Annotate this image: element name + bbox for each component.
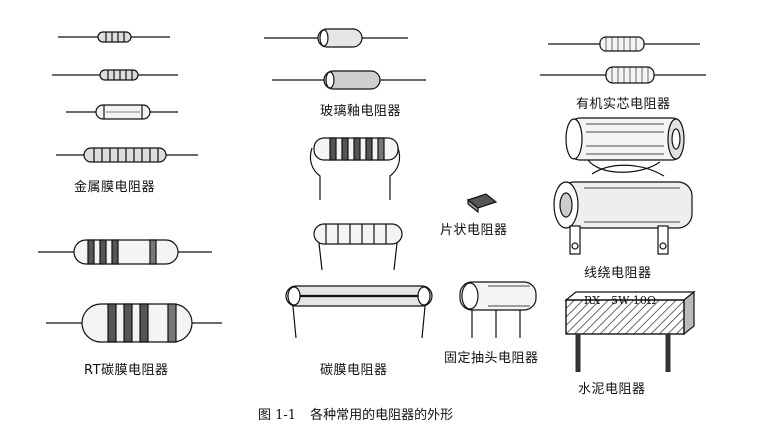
- carbon-film-label: 碳膜电阻器: [320, 363, 388, 378]
- organic-solid-resistor-2: [540, 66, 706, 84]
- cement-resistor-marking: RX－5W 10Ω: [584, 294, 656, 307]
- chip-resistor: [466, 193, 498, 214]
- metal-film-resistor-2: [52, 69, 178, 81]
- fixed-tap-resistor: [459, 281, 537, 338]
- metal-film-resistor-1: [58, 31, 170, 43]
- carbon-film-resistor-3: [285, 285, 433, 339]
- metal-film-label: 金属膜电阻器: [74, 180, 156, 195]
- carbon-film-resistor-1: [309, 137, 401, 200]
- glass-glaze-label: 玻璃釉电阻器: [320, 104, 402, 119]
- rt-carbon-resistor-large: [46, 303, 222, 343]
- cement-resistor: [564, 290, 696, 372]
- wirewound-resistor-coil: [565, 117, 685, 177]
- figure-title: 各种常用的电阻器的外形: [310, 408, 454, 423]
- rt-carbon-resistor-small: [38, 239, 212, 265]
- figure-caption: 图 1-1 各种常用的电阻器的外形: [258, 404, 453, 423]
- metal-film-resistor-4: [56, 147, 198, 163]
- fixed-tap-label: 固定抽头电阻器: [444, 351, 539, 366]
- wirewound-resistor-tube: [553, 181, 693, 255]
- carbon-film-resistor-2: [313, 223, 403, 271]
- organic-solid-resistor-1: [548, 36, 700, 52]
- organic-solid-label: 有机实芯电阻器: [576, 97, 671, 112]
- cement-label: 水泥电阻器: [578, 382, 646, 397]
- metal-film-resistor-3: [66, 104, 178, 120]
- figure-number: 图 1-1: [258, 408, 297, 423]
- wirewound-label: 线绕电阻器: [584, 266, 652, 281]
- chip-resistor-label: 片状电阻器: [440, 223, 508, 238]
- rt-carbon-label: RT碳膜电阻器: [84, 363, 169, 378]
- glass-glaze-resistor-2: [272, 70, 426, 90]
- glass-glaze-resistor-1: [264, 28, 408, 48]
